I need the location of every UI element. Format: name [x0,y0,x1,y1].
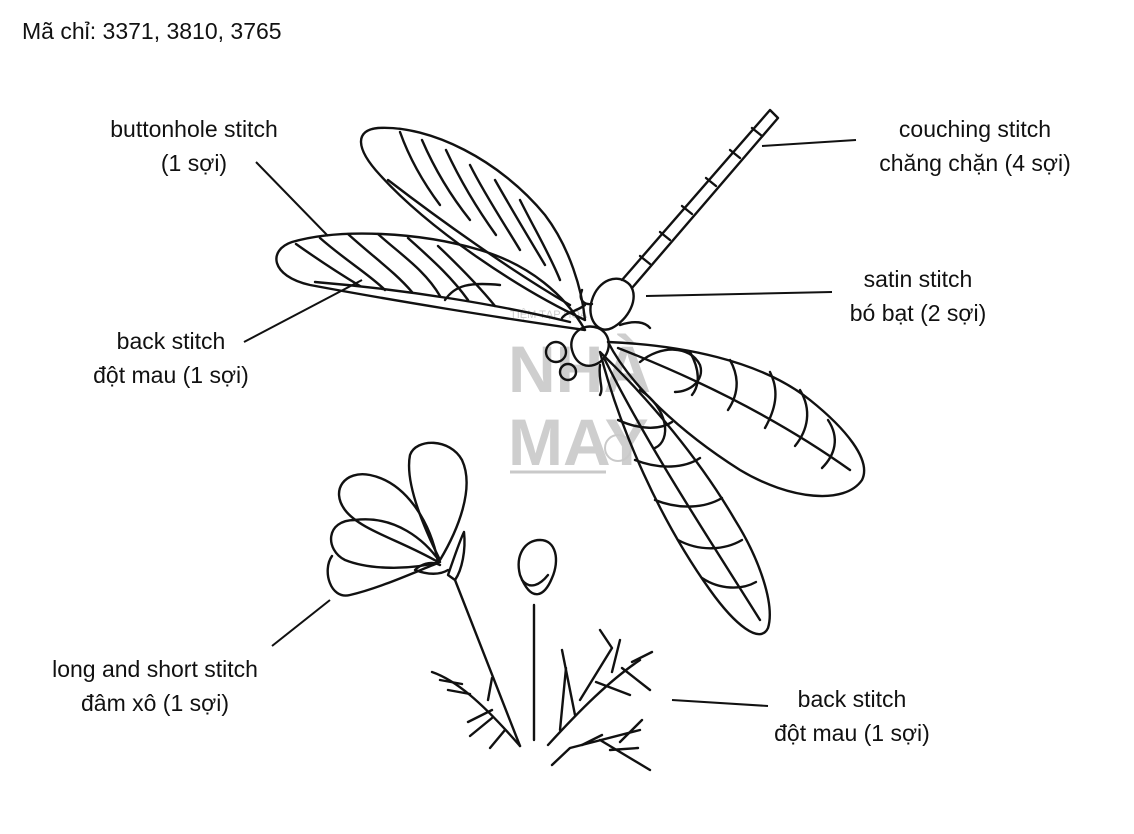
leader-couching [761,139,857,147]
leader-buttonhole [255,161,329,237]
leader-back-wing [243,279,363,343]
label-satin-line2: bó bạt (2 sợi) [849,300,987,326]
watermark-line1: NHÀ [508,332,651,406]
yarn-ball-icon [604,434,632,462]
thread-codes-header: Mã chỉ: 3371, 3810, 3765 [22,18,282,44]
lower-left-wing [275,232,587,332]
lower-right-wing [598,350,771,636]
label-back-stitch-wing: back stitch đột mau (1 sợi) [66,324,276,392]
leader-back-branch [671,699,769,707]
label-long-short-line2: đâm xô (1 sợi) [80,690,229,716]
leader-lines [243,139,857,707]
dragonfly-head [544,288,652,397]
label-couching-line2: chăng chặn (4 sợi) [879,150,1071,176]
watermark-logo: TIỆM TẠP HÓA NHÀ MAY [508,308,651,479]
label-buttonhole-line2: (1 sợi) [160,150,228,176]
label-back-wing-line2: đột mau (1 sợi) [93,362,249,388]
fern-branch-left [430,670,522,750]
dragonfly-thorax [589,277,635,331]
flower-bud [517,538,558,742]
label-long-short-line1: long and short stitch [52,656,258,682]
label-satin-line1: satin stitch [863,266,973,292]
flower-blossom [326,441,522,748]
label-back-branch-line2: đột mau (1 sợi) [774,720,930,746]
label-couching-line1: couching stitch [898,116,1052,142]
label-satin-stitch: satin stitch bó bạt (2 sợi) [826,262,1010,330]
label-back-stitch-branch: back stitch đột mau (1 sợi) [752,682,952,750]
label-buttonhole-line1: buttonhole stitch [110,116,278,142]
watermark-line2: MAY [508,405,649,479]
label-back-branch-line1: back stitch [797,686,907,712]
leader-long-short [271,599,331,647]
label-couching-stitch: couching stitch chăng chặn (4 sợi) [850,112,1100,180]
label-buttonhole-stitch: buttonhole stitch (1 sợi) [86,112,302,180]
leader-satin [645,291,833,297]
dragonfly-abdomen [620,108,780,290]
label-back-wing-line1: back stitch [116,328,226,354]
fern-branch-right [546,628,654,772]
label-long-short-stitch: long and short stitch đâm xô (1 sợi) [24,652,286,720]
upper-right-wing [606,340,866,498]
upper-left-wing [359,126,587,322]
